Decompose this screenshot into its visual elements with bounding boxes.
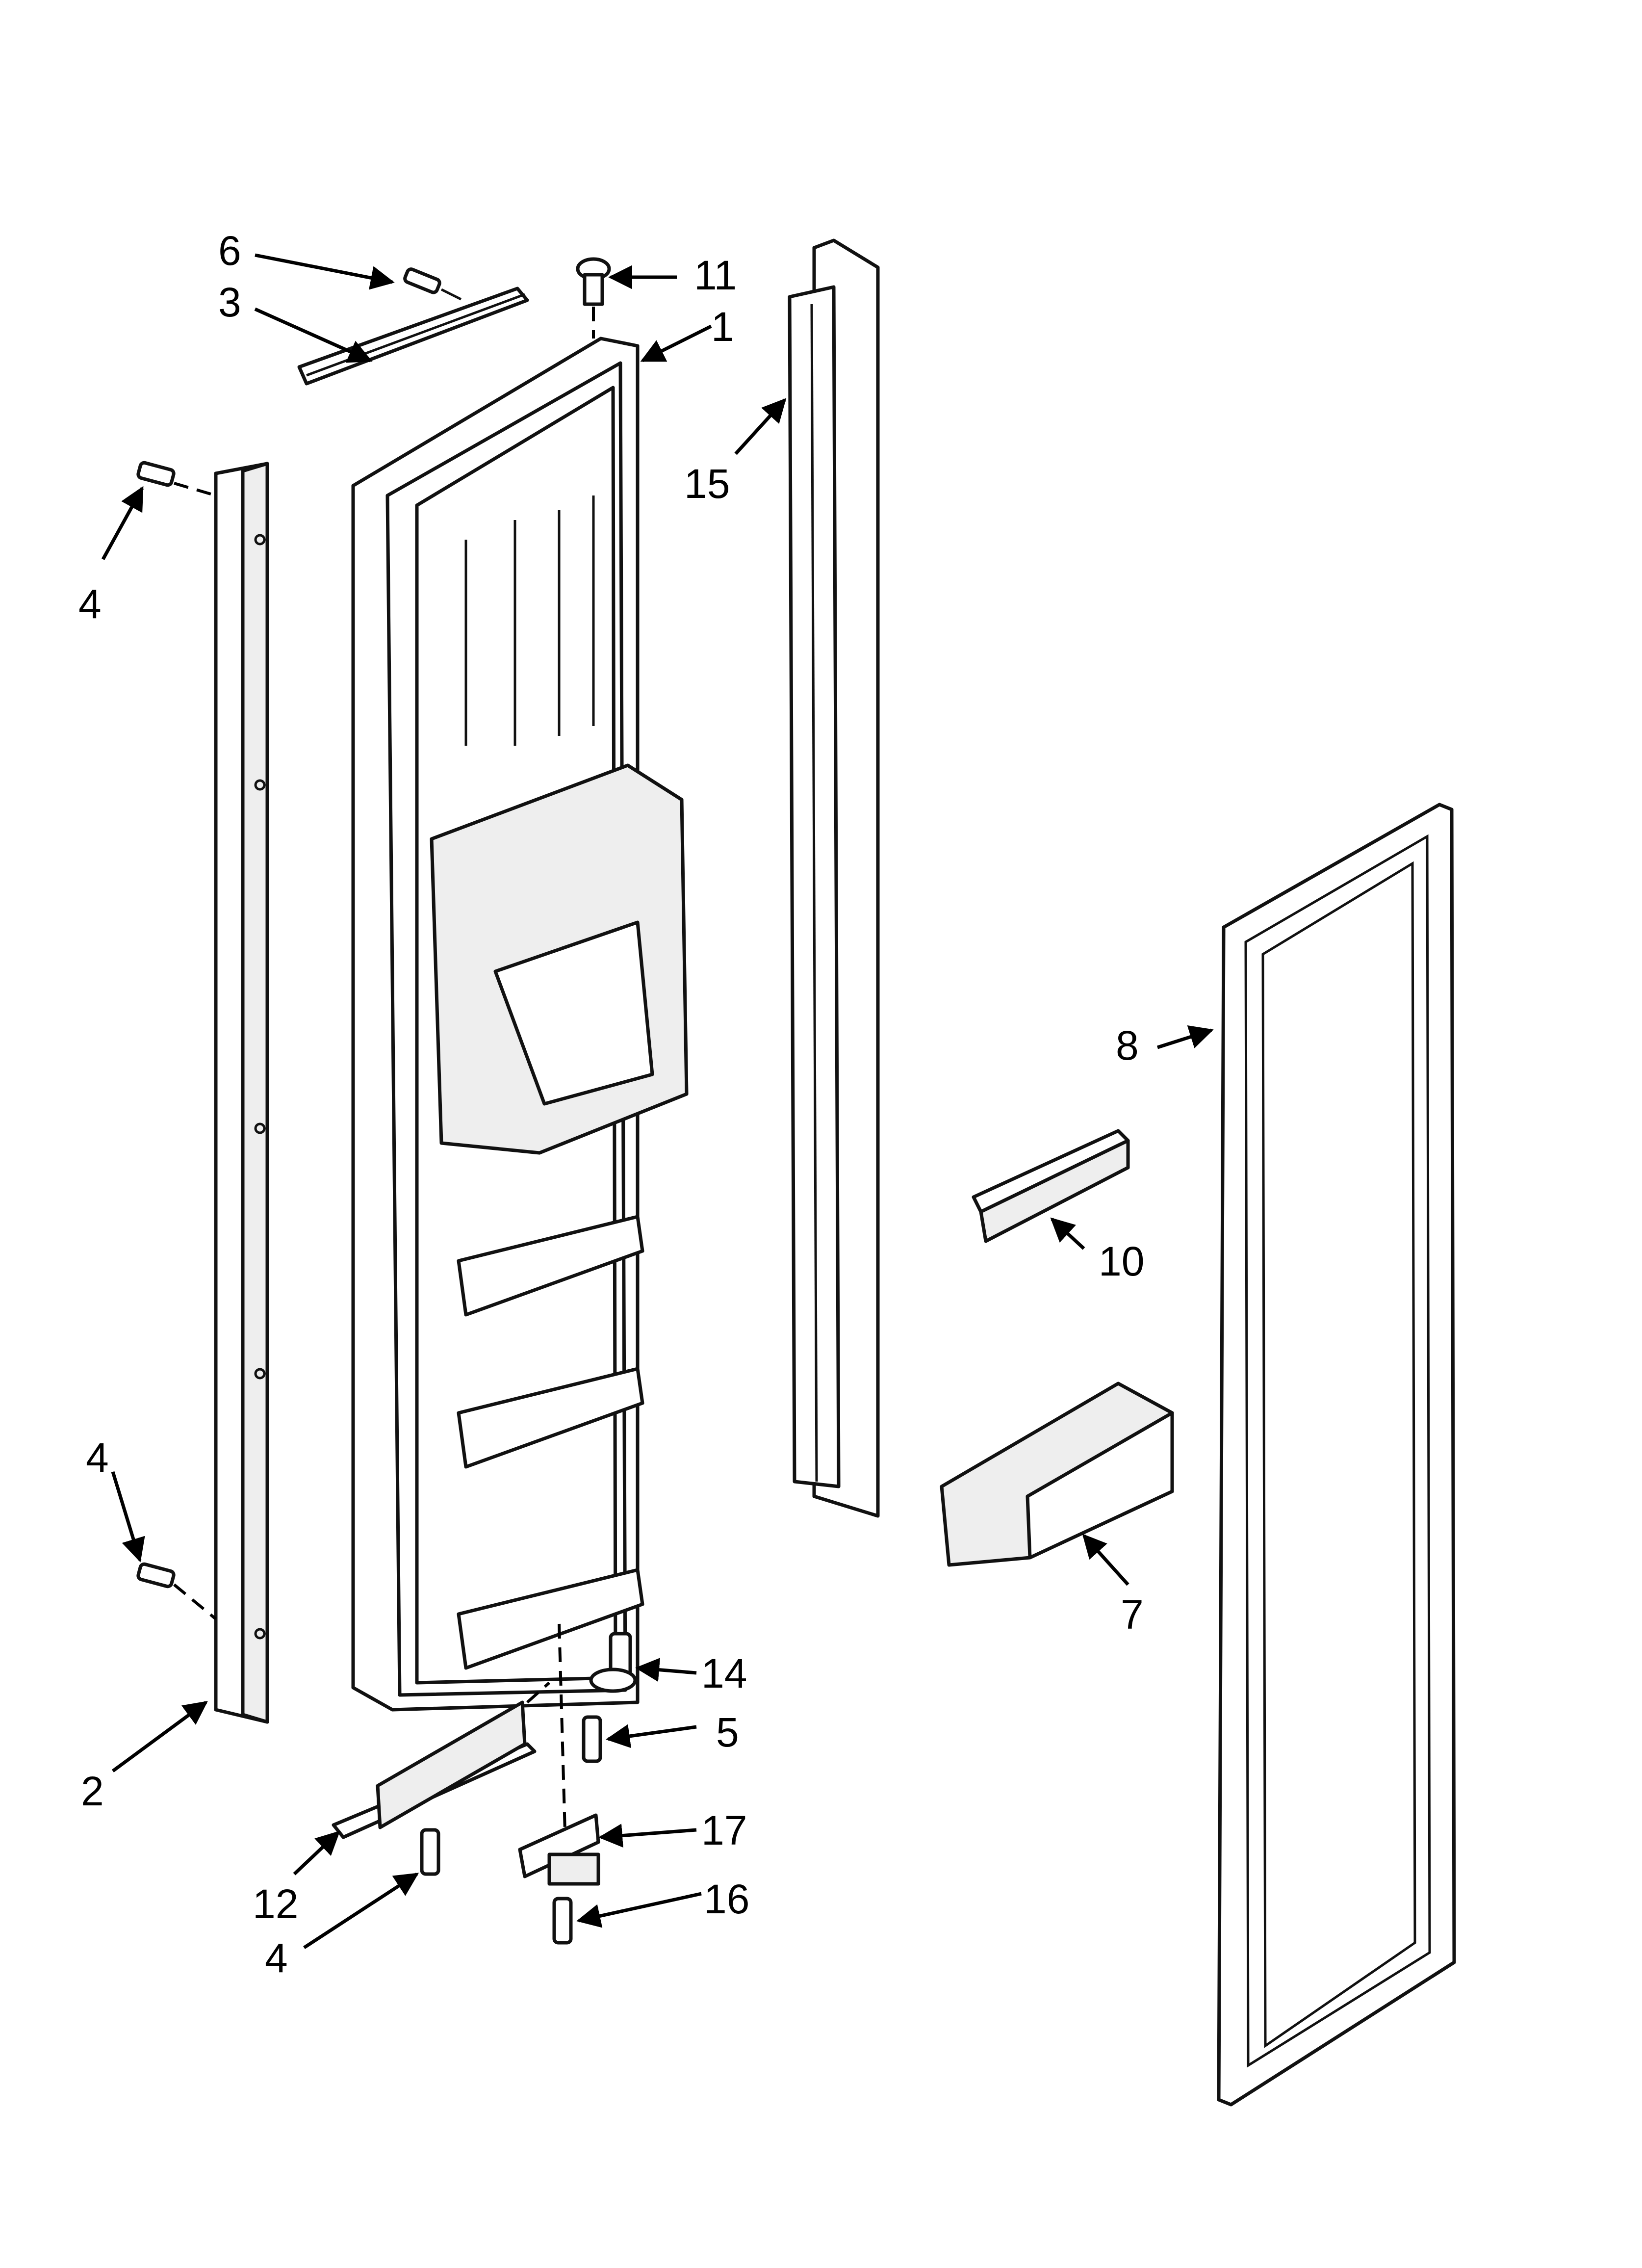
callout-1: 1 [711, 304, 734, 350]
callout-7: 7 [1121, 1591, 1144, 1638]
callout-17: 17 [701, 1807, 747, 1853]
leader-10 [1050, 1217, 1085, 1250]
callout-15: 15 [684, 461, 730, 507]
screw-part-6 [403, 267, 462, 301]
callout-4-bottom: 4 [265, 1935, 288, 1981]
leader-15 [734, 398, 787, 455]
callout-14: 14 [701, 1650, 747, 1696]
leader-17 [598, 1824, 697, 1848]
leader-5 [606, 1724, 697, 1748]
leader-1 [640, 324, 712, 363]
callout-3: 3 [218, 279, 241, 325]
leader-6 [255, 253, 395, 290]
screw-part-4-bottom [420, 1828, 440, 1876]
plug-part-11 [576, 257, 611, 339]
callout-8: 8 [1116, 1022, 1139, 1069]
callout-16: 16 [704, 1876, 749, 1922]
callout-10: 10 [1099, 1238, 1144, 1284]
leader-16 [576, 1892, 702, 1928]
leader-4-upper [101, 486, 144, 560]
hinge-plate-part-17 [518, 1813, 600, 1886]
leader-4-lower [111, 1471, 145, 1563]
leader-7 [1082, 1534, 1129, 1586]
screw-part-4-upper [136, 461, 216, 497]
leader-3 [254, 307, 373, 363]
leader-8 [1156, 1025, 1214, 1049]
callout-6: 6 [218, 228, 241, 274]
callout-12: 12 [253, 1881, 298, 1927]
callout-4-upper: 4 [78, 581, 102, 627]
screw-part-16 [552, 1897, 573, 1945]
callout-11: 11 [694, 252, 737, 298]
leader-12 [293, 1830, 340, 1876]
callout-4-lower: 4 [86, 1434, 109, 1481]
leader-2 [111, 1701, 208, 1773]
screw-part-4-lower [136, 1562, 217, 1620]
door-gasket-part-8 [1217, 803, 1456, 2107]
top-trim-part [297, 287, 529, 386]
shelf-retainer-part-10 [972, 1129, 1130, 1243]
door-panel-part [351, 337, 689, 1712]
leader-4-bottom [303, 1873, 419, 1949]
left-trim-part [214, 462, 269, 1724]
callout-5: 5 [716, 1709, 739, 1755]
leader-14 [635, 1658, 697, 1682]
callout-2: 2 [81, 1768, 104, 1814]
door-bin-part-7 [940, 1382, 1174, 1567]
screw-part-5 [582, 1715, 602, 1763]
hinge-pin-part-14 [589, 1632, 637, 1693]
right-trim-part [788, 238, 880, 1518]
